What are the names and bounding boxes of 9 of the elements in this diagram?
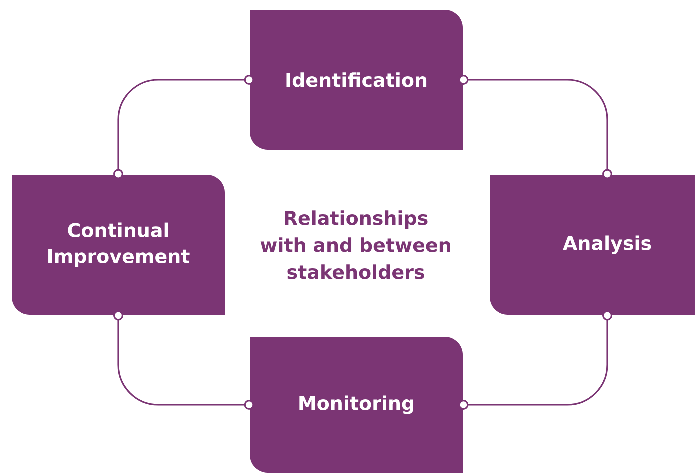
process-box: Monitoring — [250, 337, 463, 473]
connector-line — [458, 310, 612, 410]
connector-line — [114, 310, 254, 410]
process-box: Analysis — [490, 175, 695, 315]
process-box: Continual Improvement — [12, 175, 225, 315]
connector-line — [114, 75, 254, 180]
connector-line — [458, 75, 612, 180]
center-text: Relationships with and between stakeholders — [260, 210, 450, 280]
process-box: Identification — [250, 10, 463, 150]
